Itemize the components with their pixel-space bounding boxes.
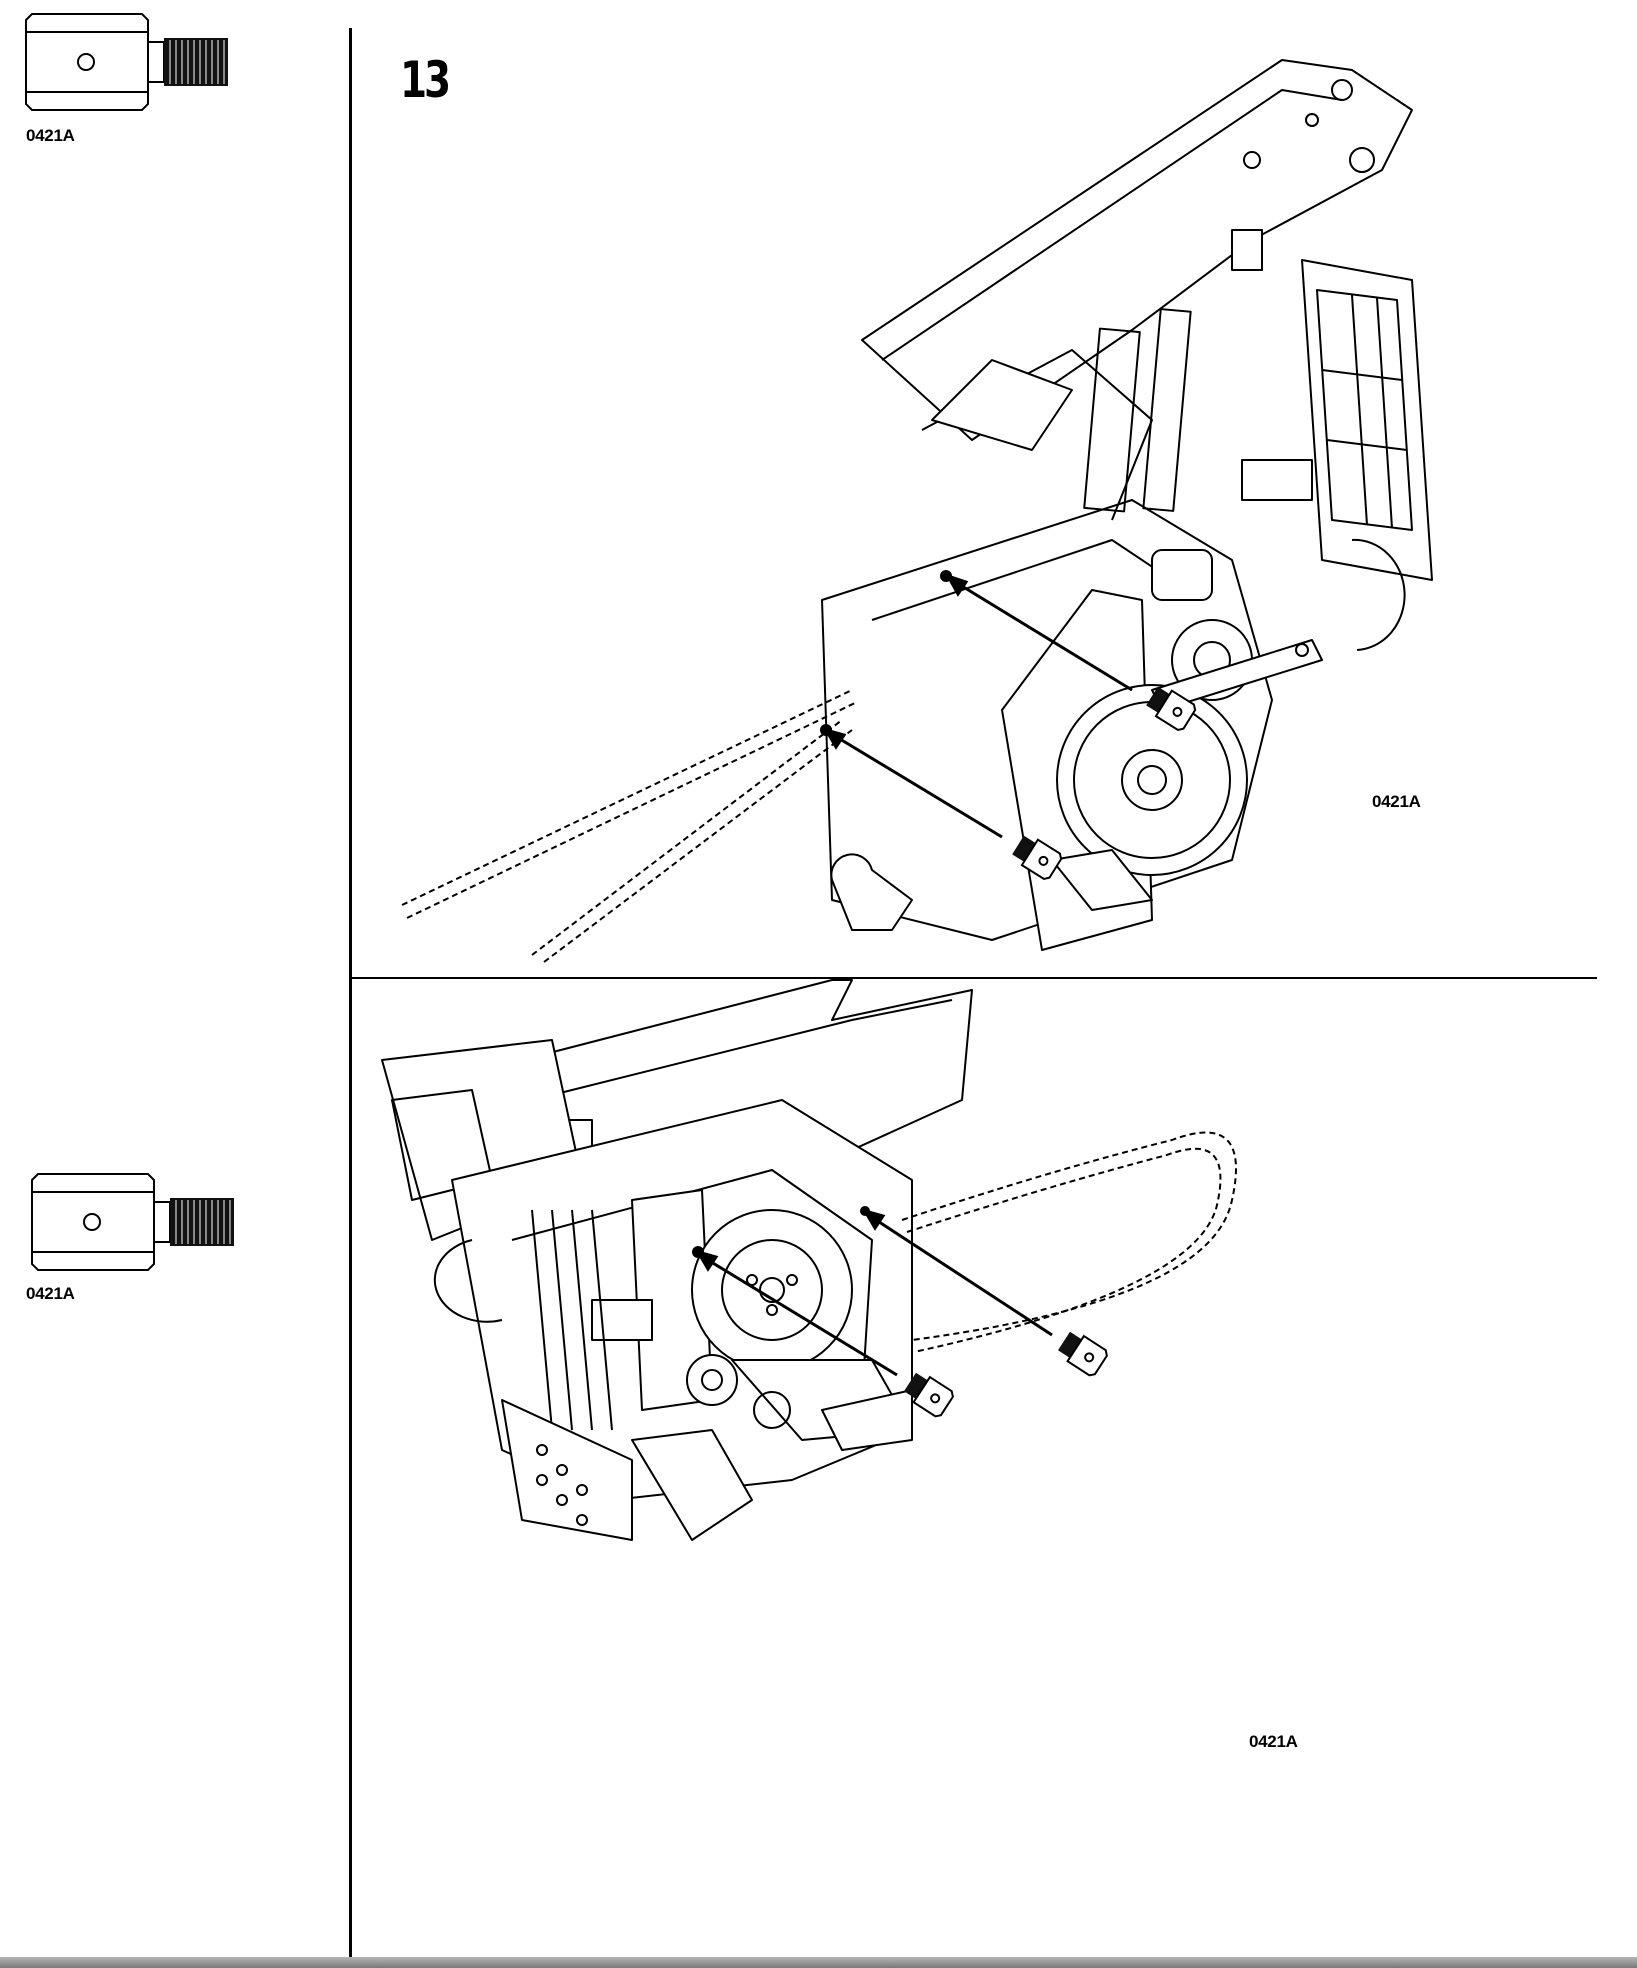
tool-callout: 0421A	[1372, 792, 1421, 811]
sidebar-divider	[349, 28, 352, 1958]
step-divider	[351, 977, 1597, 979]
tool-label: 0421A	[26, 1284, 75, 1303]
tool-callout: 0421A	[1249, 1732, 1298, 1751]
insert-tool-icon	[25, 13, 228, 111]
tool-label: 0421A	[26, 126, 75, 145]
step-13: 13	[352, 0, 1637, 976]
step-number: 13	[400, 51, 451, 109]
footer-bar	[0, 1957, 1637, 1968]
sidebar-tool: 0421A	[0, 1160, 340, 1320]
engine-illustration	[401, 59, 1433, 963]
insert-tool-icon	[31, 1173, 234, 1271]
step-14: 14	[352, 979, 1637, 1956]
engine-illustration	[381, 979, 1237, 1541]
sidebar-tool: 0421A	[0, 0, 340, 160]
